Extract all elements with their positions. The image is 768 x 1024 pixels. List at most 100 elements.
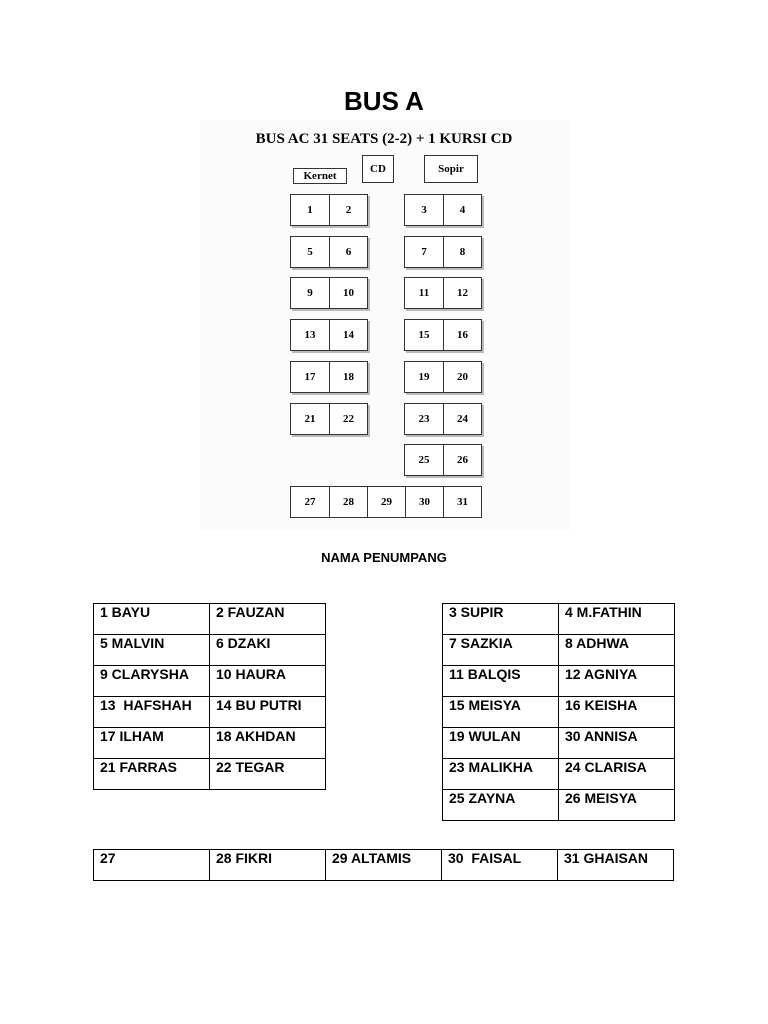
seat: 25 — [418, 454, 430, 467]
passenger-cell: 30 ANNISA — [558, 727, 675, 759]
passenger-cell: 13 HAFSHAH — [93, 696, 210, 728]
seat: 3 — [421, 204, 427, 216]
passenger-cell: 5 MALVIN — [93, 634, 210, 666]
left-seat-row: 13 14 — [290, 319, 368, 352]
seat: 11 — [418, 287, 430, 300]
right-seat-row: 11 12 — [404, 277, 482, 310]
seat: 27 — [304, 496, 316, 508]
seat: 21 — [304, 412, 316, 425]
cd-box: CD — [362, 155, 394, 183]
sopir-label: Sopir — [438, 163, 464, 175]
passenger-cell: 7 SAZKIA — [442, 634, 559, 666]
passenger-cell: 16 KEISHA — [558, 696, 675, 728]
passenger-cell: 25 ZAYNA — [442, 789, 559, 821]
diagram-title: BUS AC 31 SEATS (2-2) + 1 KURSI CD — [255, 131, 513, 147]
passenger-cell: 30 FAISAL — [441, 849, 558, 881]
seat: 4 — [443, 195, 481, 225]
seat: 7 — [421, 245, 427, 258]
passenger-cell: 8 ADHWA — [558, 634, 675, 666]
passenger-cell: 18 AKHDAN — [209, 727, 326, 759]
passenger-cell: 26 MEISYA — [558, 789, 675, 821]
passenger-cell: 24 CLARISA — [558, 758, 675, 790]
passenger-cell: 4 M.FATHIN — [558, 603, 675, 635]
seat: 31 — [443, 487, 481, 517]
seat: 16 — [443, 320, 481, 351]
passenger-cell: 11 BALQIS — [442, 665, 559, 697]
cd-label: CD — [370, 163, 386, 175]
seat: 17 — [304, 370, 316, 383]
seat: 13 — [304, 329, 316, 342]
seat: 24 — [443, 403, 481, 434]
passenger-cell: 17 ILHAM — [93, 727, 210, 759]
right-seat-row: 23 24 — [404, 402, 482, 435]
seat: 10 — [329, 278, 367, 309]
left-seat-row: 9 10 — [290, 277, 368, 310]
bus-seat-diagram — [200, 120, 570, 530]
passenger-cell: 31 GHAISAN — [557, 849, 674, 881]
passenger-cell: 14 BU PUTRI — [209, 696, 326, 728]
passenger-cell: 19 WULAN — [442, 727, 559, 759]
page-title: BUS A — [344, 86, 424, 116]
seat: 23 — [418, 412, 430, 425]
seat: 19 — [418, 370, 430, 383]
kernet-label: Kernet — [303, 170, 337, 182]
passenger-cell: 1 BAYU — [93, 603, 210, 635]
passenger-cell: 28 FIKRI — [209, 849, 326, 881]
passenger-cell: 27 — [93, 849, 210, 881]
passenger-heading: NAMA PENUMPANG — [321, 550, 447, 565]
seat: 26 — [443, 445, 481, 476]
passenger-cell: 29 ALTAMIS — [325, 849, 442, 881]
seat: 28 — [329, 487, 367, 517]
passenger-cell: 15 MEISYA — [442, 696, 559, 728]
seat: 20 — [443, 361, 481, 392]
passenger-cell: 3 SUPIR — [442, 603, 559, 635]
seat: 6 — [329, 236, 367, 267]
seat: 1 — [307, 204, 313, 216]
kernet-box: Kernet — [293, 168, 347, 184]
left-seat-row: 21 22 — [290, 402, 368, 435]
seat: 29 — [367, 487, 405, 517]
seat: 8 — [443, 236, 481, 267]
seat: 9 — [307, 287, 313, 300]
seat: 18 — [329, 361, 367, 392]
seat: 22 — [329, 403, 367, 434]
passenger-cell: 22 TEGAR — [209, 758, 326, 790]
passenger-cell: 12 AGNIYA — [558, 665, 675, 697]
seat: 30 — [405, 487, 443, 517]
seat: 5 — [307, 245, 313, 258]
right-seat-row: 25 26 — [404, 444, 482, 477]
seat: 14 — [329, 320, 367, 351]
passenger-cell: 21 FARRAS — [93, 758, 210, 790]
passenger-cell: 2 FAUZAN — [209, 603, 326, 635]
seat: 12 — [443, 278, 481, 309]
seat: 2 — [329, 195, 367, 225]
seat: 15 — [418, 329, 430, 342]
sopir-box: Sopir — [424, 155, 478, 183]
passenger-cell: 23 MALIKHA — [442, 758, 559, 790]
